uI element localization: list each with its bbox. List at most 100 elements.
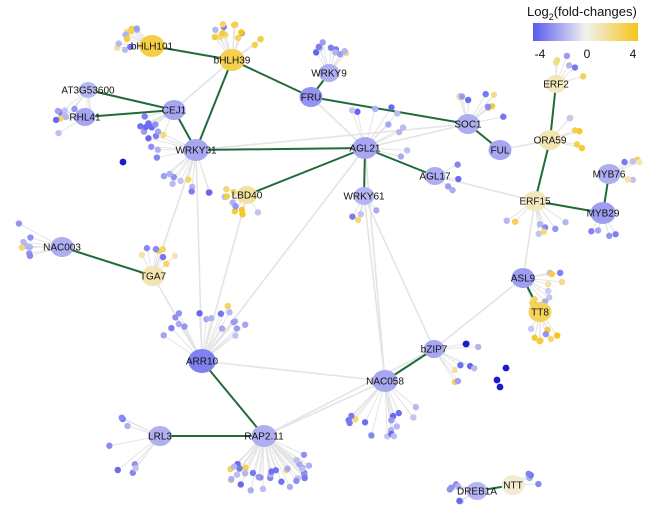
hub-label: ERF2 <box>543 80 569 91</box>
leaf-node <box>535 480 542 488</box>
leaf-node <box>336 51 344 58</box>
weak-edge <box>434 175 536 202</box>
weak-edge <box>201 147 366 362</box>
strong-edge <box>246 147 366 196</box>
weak-edge <box>152 149 197 277</box>
leaf-node <box>373 207 380 214</box>
hub-label: RAP2.11 <box>244 432 284 443</box>
leaf-node <box>251 41 259 49</box>
leaf-node <box>293 477 300 485</box>
leaf-node <box>143 244 151 252</box>
leaf-node <box>444 183 452 190</box>
leaf-node <box>230 318 237 326</box>
leaf-node <box>55 129 62 137</box>
leaf-node <box>241 321 249 328</box>
leaf-node <box>554 57 561 64</box>
hub-label: ARR10 <box>186 357 219 368</box>
leaf-node <box>579 73 587 80</box>
weak-edge <box>433 277 524 350</box>
hub-label: FUL <box>491 146 510 157</box>
hub-node-bhlh101 <box>139 35 165 57</box>
leaf-node <box>399 124 407 131</box>
strong-edge <box>310 96 469 125</box>
leaf-node <box>237 481 244 488</box>
leaf-node <box>226 309 233 316</box>
leaf-node <box>629 158 636 165</box>
leaf-node <box>578 144 586 152</box>
hub-node-erf15 <box>523 191 547 211</box>
hub-node-cej1 <box>162 100 186 120</box>
leaf-node <box>228 475 235 483</box>
leaf-node <box>177 177 184 185</box>
hub-label: NTT <box>503 481 522 492</box>
leaf-node <box>390 432 398 440</box>
hub-node-dreb1a <box>466 482 488 500</box>
weak-edge <box>263 348 435 437</box>
hub-label: TT8 <box>531 308 549 319</box>
leaf-node <box>636 159 643 166</box>
hub-label: SOC1 <box>454 120 482 131</box>
leaf-node <box>137 123 144 130</box>
leaf-node <box>490 91 498 98</box>
leaf-node <box>223 185 230 193</box>
hub-node-agl17 <box>424 167 446 185</box>
hub-label: ORA59 <box>534 136 567 147</box>
leaf-node <box>536 221 544 228</box>
leaf-node <box>114 466 121 474</box>
leaf-node <box>160 172 168 180</box>
leaf-node <box>141 113 148 120</box>
hub-node-ful <box>488 140 512 160</box>
leaf-node <box>71 105 78 113</box>
leaf-node <box>535 230 542 238</box>
leaf-node <box>573 141 581 148</box>
leaf-node <box>361 419 369 426</box>
leaf-node <box>217 310 225 317</box>
leaf-node <box>185 176 192 183</box>
hub-node-bzip7 <box>423 340 445 358</box>
leaf-node <box>188 188 195 195</box>
leaf-node <box>624 176 632 183</box>
leaf-node <box>27 234 34 241</box>
leaf-node <box>241 470 249 477</box>
leaf-node <box>552 225 559 233</box>
leaf-node <box>259 485 267 493</box>
leaf-node <box>456 497 463 505</box>
hub-node-erf2 <box>545 75 567 93</box>
leaf-node <box>349 213 356 220</box>
leaf-node <box>123 35 131 43</box>
legend-colorbar <box>533 23 638 41</box>
weak-edge <box>201 360 386 382</box>
leaf-node <box>458 93 466 100</box>
leaf-node <box>142 123 149 131</box>
leaf-node <box>163 260 170 268</box>
strong-edge <box>201 360 265 437</box>
leaf-node <box>145 135 152 142</box>
leaf-node <box>247 487 254 494</box>
strong-edge <box>195 59 233 151</box>
strong-edge <box>231 59 312 98</box>
hub-label: bHLH39 <box>214 56 251 67</box>
leaf-node <box>255 473 262 481</box>
leaf-node <box>449 186 456 194</box>
leaf-node <box>124 422 131 430</box>
hub-node-tt8 <box>528 302 552 322</box>
leaf-node <box>454 161 461 168</box>
leaf-node <box>138 251 146 259</box>
leaf-node <box>571 64 579 71</box>
strong-edge <box>195 147 366 151</box>
hub-node-nac058 <box>372 370 398 392</box>
legend-tick-high: 4 <box>630 47 637 61</box>
hub-node-nac003 <box>50 237 74 257</box>
leaf-node <box>175 320 183 328</box>
leaf-node <box>233 325 241 332</box>
leaf-node <box>563 52 571 60</box>
leaf-node <box>208 314 215 322</box>
leaf-node <box>236 465 243 472</box>
strong-edge <box>84 109 175 118</box>
leaf-node <box>300 451 308 458</box>
weak-edge <box>195 123 469 151</box>
leaf-node <box>404 147 411 154</box>
leaf-node <box>286 483 294 491</box>
leaf-node <box>148 143 155 150</box>
